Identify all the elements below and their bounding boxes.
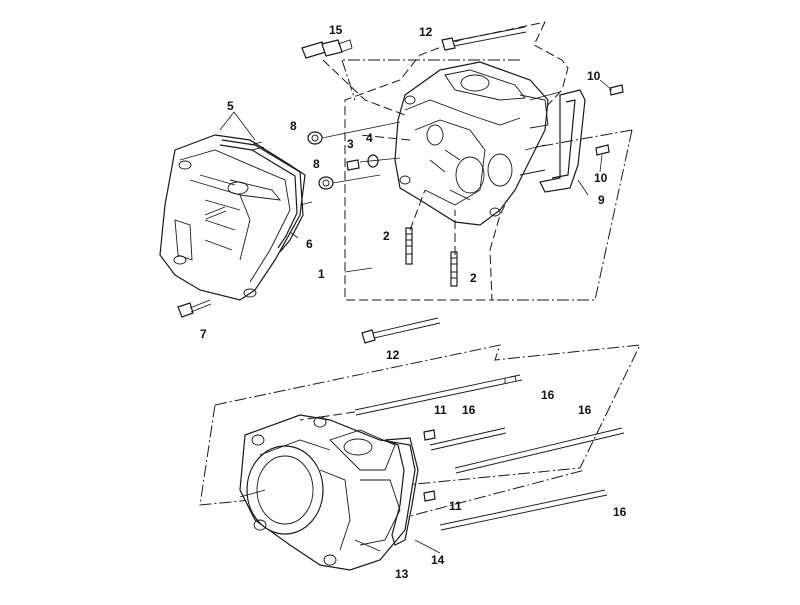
stud-bolt: [454, 427, 625, 474]
alignment-line: [322, 59, 406, 116]
alignment-line: [299, 411, 356, 421]
cover-bolt: [177, 299, 212, 318]
projection-frame-lower: [199, 344, 641, 506]
dowel-pin: [423, 490, 436, 502]
stud-bolt: [405, 227, 413, 265]
manifold-face: [519, 91, 561, 176]
callout-11: 11: [434, 403, 447, 417]
spark-plug: [301, 39, 353, 59]
leader-line: [599, 79, 613, 173]
cylinder-head: [394, 61, 549, 226]
stud-bolt: [354, 374, 523, 416]
stud-bolt: [439, 489, 608, 531]
cover-stud: [249, 141, 313, 206]
leader-line: [577, 179, 589, 196]
callout-12: 12: [386, 348, 400, 362]
callout-9: 9: [598, 193, 605, 207]
cover-stud: [204, 206, 227, 220]
callout-2: 2: [470, 271, 477, 285]
cylinder-gasket: [384, 437, 419, 546]
cover-gasket: [219, 139, 304, 253]
callout-2: 2: [383, 229, 390, 243]
alignment-line: [321, 121, 401, 184]
projection-frame-upper: [490, 129, 633, 301]
callout-13: 13: [395, 567, 409, 581]
dowel-pin: [609, 84, 624, 96]
callout-1: 1: [318, 267, 325, 281]
callout-12: 12: [419, 25, 433, 39]
dowel-pin: [423, 429, 436, 441]
long-bolt: [361, 317, 441, 344]
callout-14: 14: [431, 553, 445, 567]
exhaust-gasket: [539, 89, 586, 193]
nut: [307, 131, 323, 145]
cylinder-head-cover: [159, 134, 306, 301]
nut: [318, 176, 334, 190]
callout-16: 16: [578, 403, 592, 417]
dowel-pin: [595, 144, 610, 156]
callout-4: 4: [366, 131, 373, 145]
callout-7: 7: [200, 327, 207, 341]
leader-line: [219, 111, 256, 141]
leader-line: [344, 267, 373, 273]
leader-line: [414, 539, 441, 554]
callout-5: 5: [227, 99, 234, 113]
callout-15: 15: [329, 23, 343, 37]
callout-8: 8: [290, 119, 297, 133]
cylinder-head-assembly-outline: [344, 21, 569, 301]
leader-line: [354, 539, 381, 552]
stud-bolt: [450, 251, 458, 287]
projection-line: [519, 129, 633, 151]
callout-3: 3: [347, 137, 354, 151]
alignment-line: [359, 134, 411, 141]
cylinder-block: [239, 414, 416, 571]
callout-10: 10: [587, 69, 601, 83]
leader-line: [239, 489, 266, 498]
callout-16: 16: [613, 505, 627, 519]
callout-10: 10: [594, 171, 608, 185]
long-bolt: [441, 26, 527, 51]
stud-bolt: [429, 427, 507, 451]
callout-6: 6: [306, 237, 313, 251]
screw: [346, 159, 360, 171]
callout-11: 11: [449, 499, 462, 513]
alignment-line: [409, 189, 456, 255]
callout-8: 8: [313, 157, 320, 171]
projection-line: [341, 59, 356, 101]
callout-16: 16: [462, 403, 476, 417]
leader-line: [289, 231, 299, 239]
callout-16: 16: [541, 388, 555, 402]
